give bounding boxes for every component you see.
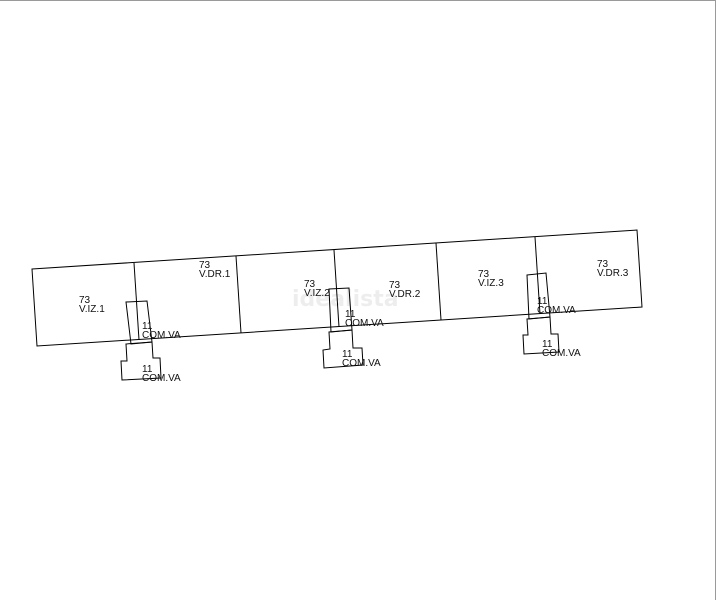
common-name: COM.VA [342, 358, 381, 369]
unit-vdr1[interactable]: 73 V.DR.1 [134, 256, 241, 340]
common-name: COM.VA [142, 330, 181, 341]
common-name: COM.VA [142, 373, 181, 384]
common-name: COM.VA [537, 305, 576, 316]
unit-name: V.IZ.1 [79, 304, 105, 315]
common-area: 11 [342, 349, 353, 360]
common-area: 11 [537, 296, 548, 307]
common-area: 11 [142, 364, 153, 375]
divider-5 [534, 236, 541, 315]
unit-name: V.DR.3 [597, 268, 629, 279]
unit-area: 73 [597, 259, 609, 270]
unit-name: V.DR.1 [199, 269, 231, 280]
unit-area: 73 [79, 295, 91, 306]
common-area: 11 [542, 339, 553, 350]
watermark: idealista [292, 287, 399, 312]
common-area: 11 [142, 321, 153, 332]
unit-name: V.IZ.2 [304, 288, 330, 299]
unit-vdr2[interactable]: 73 V.DR.2 [334, 243, 441, 327]
common-area-com2b[interactable]: 11 COM.VA [322, 329, 381, 369]
common-area: 11 [345, 309, 356, 320]
unit-area: 73 [199, 260, 211, 271]
common-area-com1b[interactable]: 11 COM.VA [120, 341, 181, 384]
unit-viz2[interactable]: 73 V.IZ.2 [236, 250, 339, 333]
common-area-com3b[interactable]: 11 COM.VA [522, 316, 581, 359]
unit-viz3[interactable]: 73 V.IZ.3 [436, 237, 540, 320]
common-name: COM.VA [542, 348, 581, 359]
building-outline [31, 229, 643, 347]
common-name: COM.VA [345, 318, 384, 329]
unit-vdr3[interactable]: 73 V.DR.3 [535, 230, 642, 314]
unit-area: 73 [478, 269, 490, 280]
unit-area: 73 [389, 280, 401, 291]
unit-name: V.IZ.3 [478, 278, 504, 289]
unit-name: V.DR.2 [389, 289, 421, 300]
divider-2 [235, 255, 242, 334]
unit-viz1[interactable]: 73 V.IZ.1 [32, 263, 139, 346]
unit-area: 73 [304, 279, 316, 290]
divider-4 [435, 242, 442, 321]
